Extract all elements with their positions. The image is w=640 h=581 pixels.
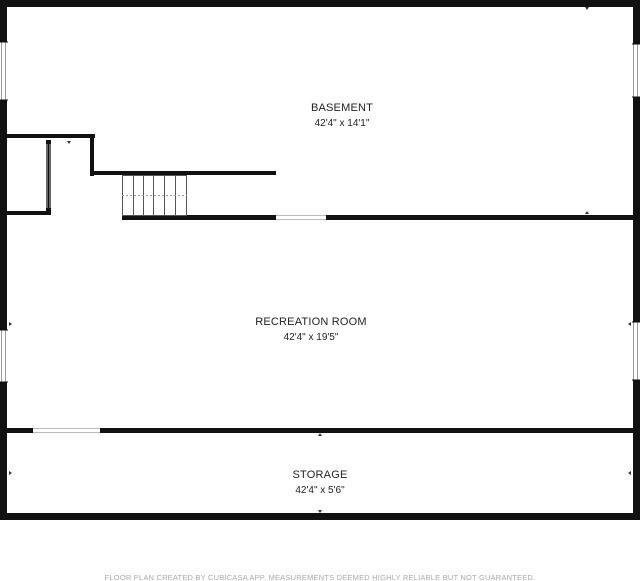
storage-wall-right	[100, 428, 633, 433]
marker-storage-top	[318, 433, 322, 436]
window-left-lower	[0, 329, 8, 383]
marker-right-rec	[628, 322, 631, 326]
opening-basement-recreation	[276, 215, 326, 220]
window-right-upper	[632, 43, 640, 98]
top-wall	[0, 0, 640, 7]
room-label-basement: BASEMENT	[311, 102, 373, 114]
room-dimensions-recreation: 42'4" x 19'5"	[284, 332, 339, 343]
room-dimensions-basement: 42'4" x 14'1"	[315, 118, 370, 129]
closet-right-wall	[90, 134, 94, 176]
marker-left-rec	[9, 322, 12, 326]
marker-storage-bottom	[318, 510, 322, 513]
closet-bottom-wall	[7, 211, 51, 215]
room-label-storage: STORAGE	[293, 469, 348, 481]
marker-closet	[67, 141, 71, 144]
marker-top-right	[585, 7, 589, 10]
room-recreation: RECREATION ROOM 42'4" x 19'5"	[255, 316, 367, 343]
marker-divider-right	[585, 211, 589, 214]
closet-door	[46, 144, 51, 208]
right-wall	[633, 0, 640, 520]
stair-top-wall	[90, 171, 276, 175]
window-right-lower	[632, 321, 640, 381]
marker-right-storage	[628, 471, 631, 475]
closet-inner-wall	[46, 140, 51, 215]
markers	[9, 7, 631, 513]
opening-storage	[33, 428, 100, 433]
divider-wall-right	[326, 215, 633, 220]
room-label-recreation: RECREATION ROOM	[255, 316, 367, 328]
windows	[0, 41, 640, 383]
marker-left-storage	[9, 471, 12, 475]
window-left-upper	[0, 41, 8, 101]
room-dimensions-storage: 42'4" x 5'6"	[295, 485, 345, 496]
footer-disclaimer: FLOOR PLAN CREATED BY CUBICASA APP. MEAS…	[105, 573, 536, 581]
room-storage: STORAGE 42'4" x 5'6"	[293, 469, 348, 496]
room-basement: BASEMENT 42'4" x 14'1"	[311, 102, 373, 129]
closet-top-wall	[7, 134, 95, 138]
openings	[33, 144, 326, 433]
interior-walls	[7, 134, 633, 433]
storage-wall-left	[7, 428, 33, 433]
bottom-wall	[0, 513, 640, 520]
stairs	[122, 175, 187, 216]
divider-wall-left	[122, 215, 276, 220]
left-wall	[0, 0, 7, 520]
outer-walls	[0, 0, 640, 520]
